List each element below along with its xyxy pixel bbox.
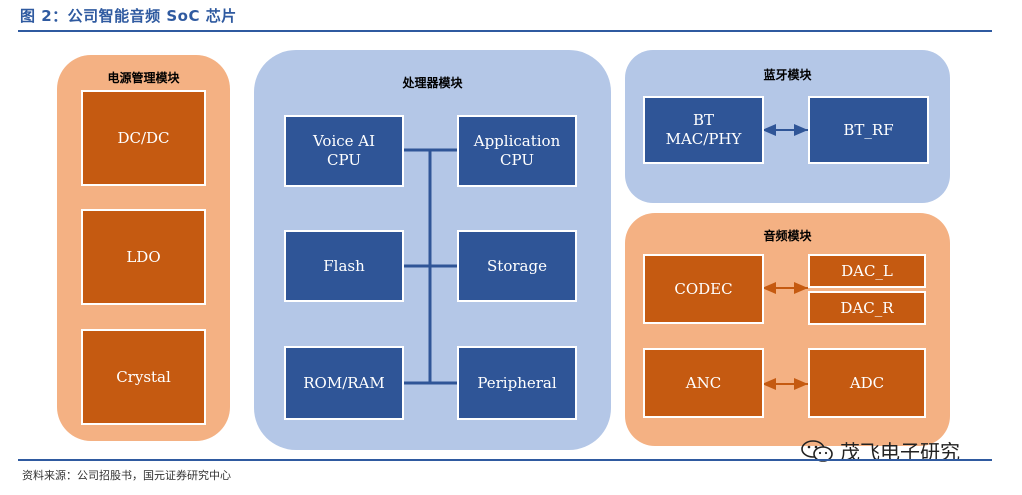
crystal-block: Crystal — [81, 329, 206, 425]
power-module-title: 电源管理模块 — [107, 71, 180, 85]
dac-r-block: DAC_R — [808, 291, 926, 325]
bluetooth-module-title: 蓝牙模块 — [763, 68, 812, 82]
power-module: 电源管理模块 DC/DC LDO Crystal — [57, 55, 230, 441]
voice-ai-cpu-block: Voice AI CPU — [284, 115, 404, 187]
anc-block: ANC — [643, 348, 764, 418]
source-note: 资料来源：公司招股书，国元证券研究中心 — [22, 469, 231, 482]
bottom-rule — [18, 459, 992, 461]
peripheral-block: Peripheral — [457, 346, 577, 420]
flash-block: Flash — [284, 230, 404, 302]
adc-block: ADC — [808, 348, 926, 418]
codec-block: CODEC — [643, 254, 764, 324]
top-rule — [18, 30, 992, 32]
processor-module-title: 处理器模块 — [402, 76, 463, 90]
bt-rf-block: BT_RF — [808, 96, 929, 164]
figure-title: 图 2：公司智能音频 SoC 芯片 — [20, 7, 237, 25]
application-cpu-block: Application CPU — [457, 115, 577, 187]
dac-l-block: DAC_L — [808, 254, 926, 288]
dcdc-block: DC/DC — [81, 90, 206, 186]
storage-block: Storage — [457, 230, 577, 302]
bt-mac-phy-block: BT MAC/PHY — [643, 96, 764, 164]
wechat-icon — [801, 439, 833, 462]
ldo-block: LDO — [81, 209, 206, 305]
rom-ram-block: ROM/RAM — [284, 346, 404, 420]
audio-module-title: 音频模块 — [763, 229, 812, 243]
